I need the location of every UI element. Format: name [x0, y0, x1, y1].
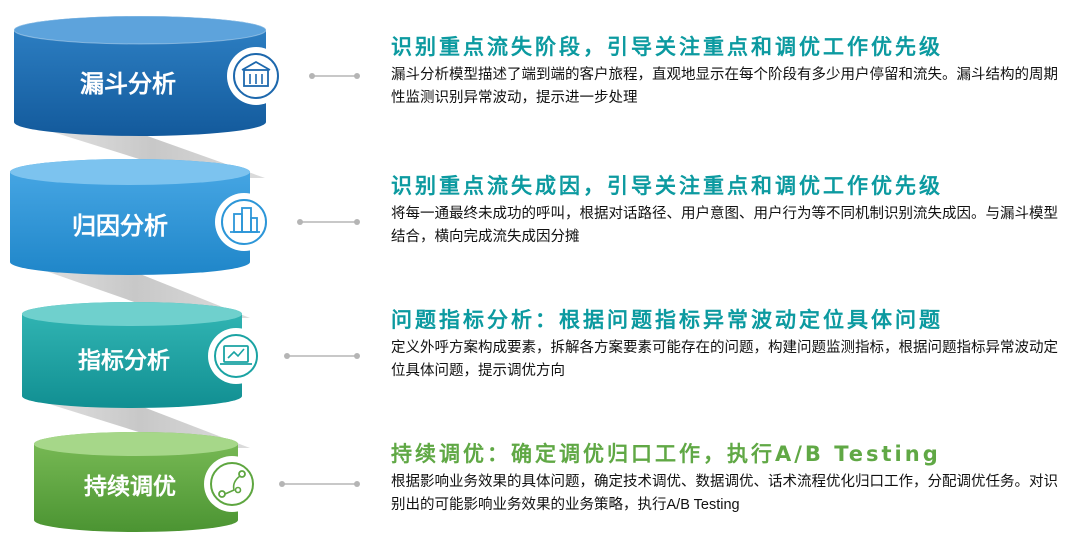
chart-monitor-icon — [208, 328, 264, 384]
leader-line — [309, 73, 360, 79]
stage-description: 漏斗分析模型描述了端到端的客户旅程，直观地显示在每个阶段有多少用户停留和流失。漏… — [391, 67, 1058, 106]
stage-label: 归因分析 — [72, 212, 168, 240]
stage-1-text: 识别重点流失阶段，引导关注重点和调优工作优先级 漏斗分析模型描述了端到端的客户旅… — [391, 34, 1071, 110]
stage-description: 根据影响业务效果的具体问题，确定技术调优、数据调优、话术流程优化归口工作，分配调… — [391, 474, 1058, 513]
funnel-stage-4: 持续调优 — [34, 432, 360, 532]
stage-heading: 识别重点流失阶段，引导关注重点和调优工作优先级 — [391, 35, 943, 59]
stage-heading: 识别重点流失成因，引导关注重点和调优工作优先级 — [391, 174, 943, 198]
stage-2-text: 识别重点流失成因，引导关注重点和调优工作优先级 将每一通最终未成功的呼叫，根据对… — [391, 173, 1071, 249]
building-icon — [227, 47, 285, 105]
funnel-stage-3: 指标分析 — [22, 302, 360, 408]
city-buildings-icon — [215, 193, 273, 251]
stage-label: 漏斗分析 — [80, 70, 176, 98]
stage-heading: 持续调优：确定调优归口工作，执行A/B Testing — [391, 442, 941, 466]
stage-description: 将每一通最终未成功的呼叫，根据对话路径、用户意图、用户行为等不同机制识别流失成因… — [391, 206, 1058, 245]
leader-line — [297, 219, 360, 225]
funnel-stage-1: 漏斗分析 — [13, 15, 360, 136]
stage-heading: 问题指标分析：根据问题指标异常波动定位具体问题 — [391, 308, 943, 332]
stage-label: 持续调优 — [84, 473, 176, 500]
stage-description: 定义外呼方案构成要素，拆解各方案要素可能存在的问题，构建问题监测指标，根据问题指… — [391, 340, 1058, 379]
network-path-icon — [204, 456, 260, 512]
stage-3-text: 问题指标分析：根据问题指标异常波动定位具体问题 定义外呼方案构成要素，拆解各方案… — [391, 307, 1071, 383]
funnel-stage-2: 归因分析 — [10, 159, 360, 275]
leader-line — [284, 353, 360, 359]
stage-4-text: 持续调优：确定调优归口工作，执行A/B Testing 根据影响业务效果的具体问… — [391, 441, 1071, 517]
leader-line — [279, 481, 360, 487]
stage-label: 指标分析 — [78, 348, 170, 374]
